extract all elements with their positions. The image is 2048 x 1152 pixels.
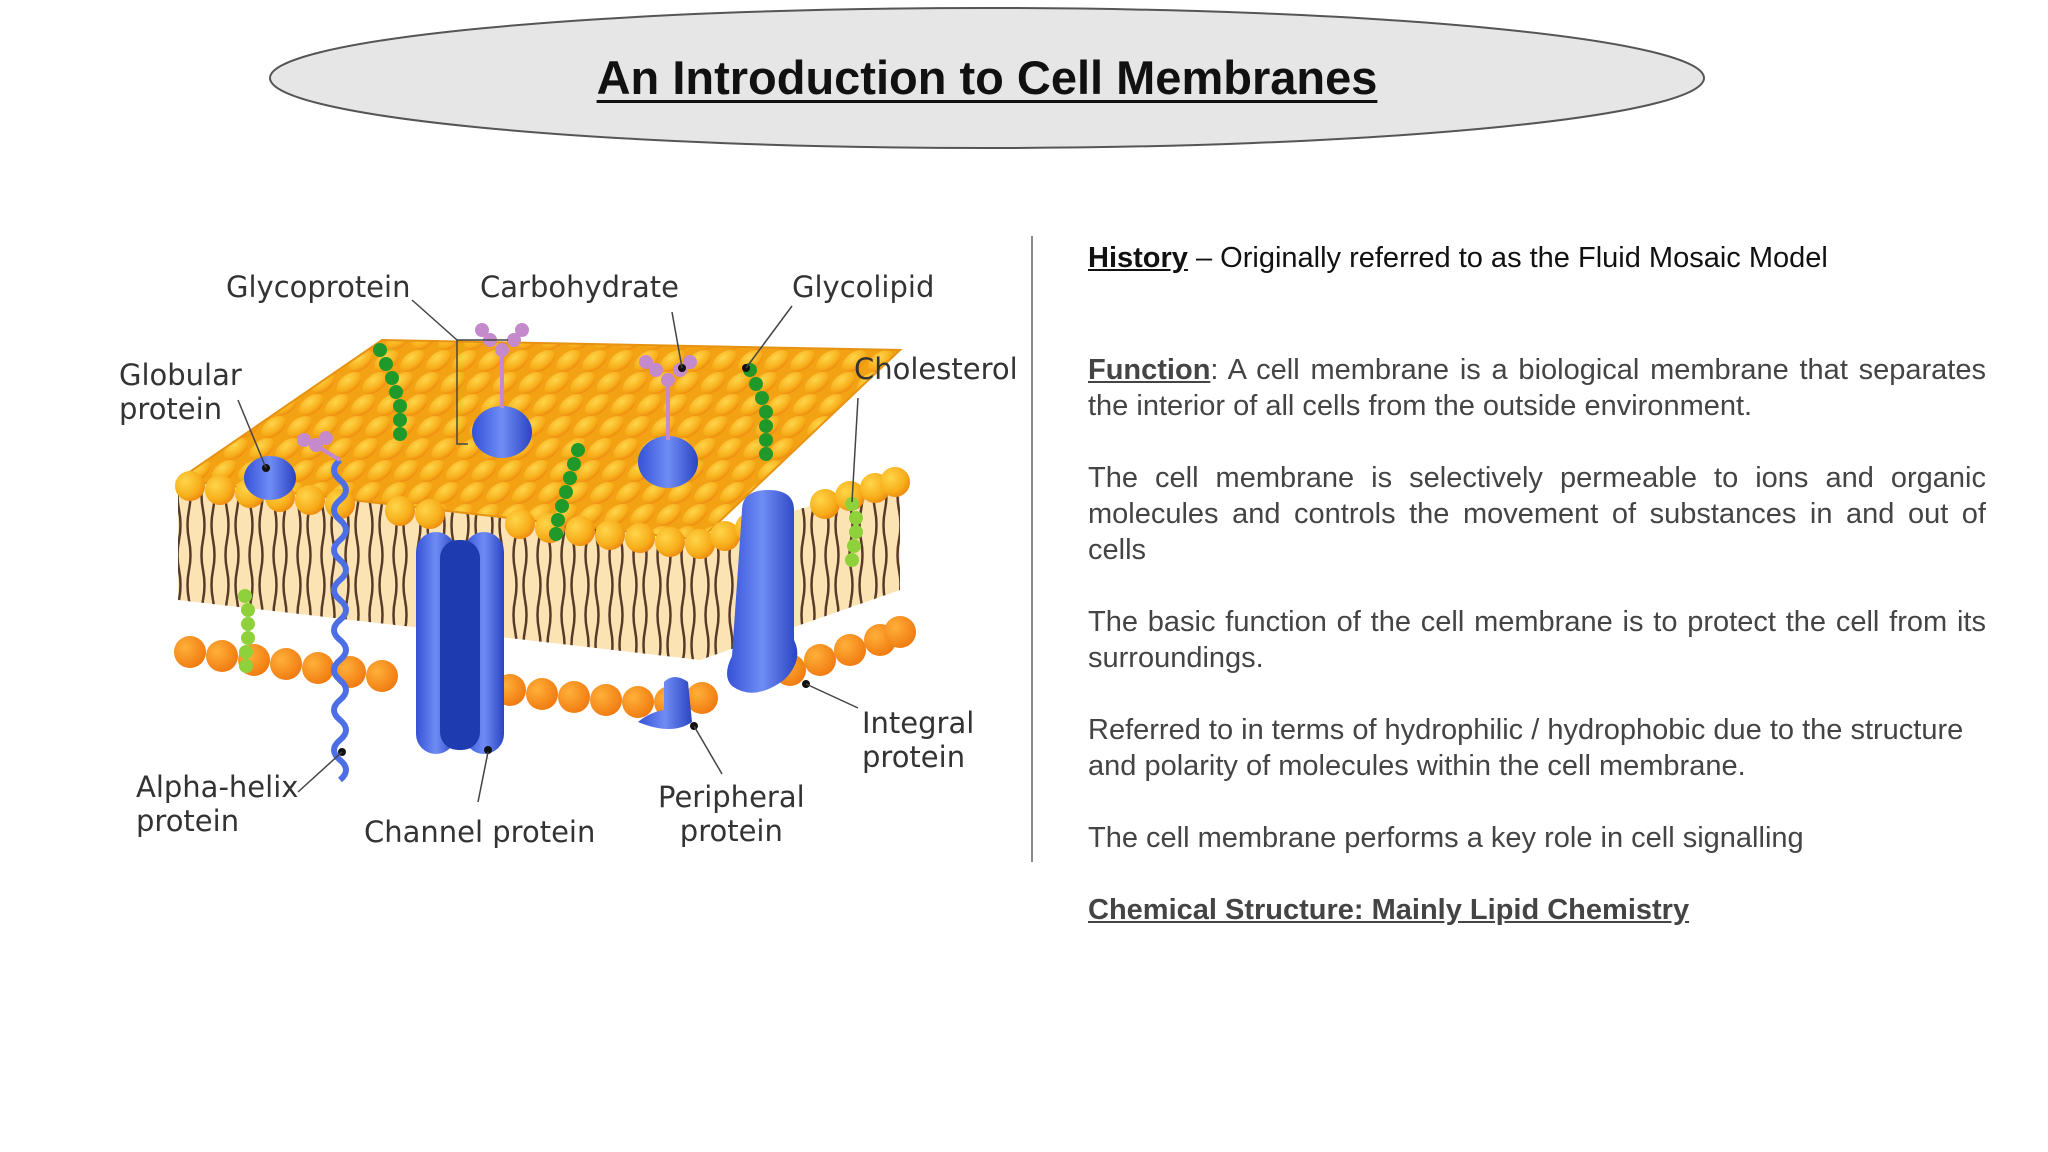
label-integral-line2: protein <box>862 740 966 774</box>
history-heading: History <box>1088 242 1188 274</box>
glycoprotein-shape <box>472 406 532 458</box>
function-text: : A cell membrane is a biological membra… <box>1088 354 1986 422</box>
permeable-paragraph: The cell membrane is selectively permeab… <box>1088 462 1986 566</box>
leader-lines <box>237 299 859 803</box>
glycolipid-chains <box>373 343 773 541</box>
alpha-helix-shape <box>331 457 349 783</box>
history-text: – Originally referred to as the Fluid Mo… <box>1187 242 1828 274</box>
title-banner <box>269 7 1705 149</box>
protect-paragraph: The basic function of the cell membrane … <box>1088 606 1986 674</box>
label-peripheral-line2: protein <box>679 814 783 848</box>
history-paragraph: History – Originally referred to as the … <box>1088 240 1986 276</box>
label-channel-protein: Channel protein <box>364 815 596 849</box>
hydrophilic-paragraph: Referred to in terms of hydrophilic / hy… <box>1088 714 1964 782</box>
page-title: An Introduction to Cell Membranes <box>596 51 1378 104</box>
membrane-illustration <box>174 299 916 803</box>
label-integral-line1: Integral <box>862 706 975 740</box>
function-heading: Function <box>1088 354 1211 386</box>
label-alpha-line2: protein <box>136 804 240 838</box>
label-glycolipid: Glycolipid <box>792 270 935 304</box>
cholesterol-shapes <box>238 497 863 673</box>
label-globular-line2: protein <box>119 392 223 426</box>
chemical-structure-heading: Chemical Structure: Mainly Lipid Chemist… <box>1088 894 1690 926</box>
label-peripheral-line1: Peripheral <box>658 780 805 814</box>
label-carbohydrate: Carbohydrate <box>480 270 679 304</box>
label-cholesterol: Cholesterol <box>854 352 1018 386</box>
peripheral-protein-shape <box>638 677 692 729</box>
label-alpha-line1: Alpha-helix <box>136 770 299 804</box>
signalling-paragraph: The cell membrane performs a key role in… <box>1088 822 1804 854</box>
label-globular-protein: Globular protein <box>119 358 242 426</box>
function-paragraph: Function: A cell membrane is a biologica… <box>1088 352 1986 424</box>
column-divider <box>1031 236 1033 862</box>
label-alpha-helix-protein: Alpha-helix protein <box>136 770 298 838</box>
cell-membrane-diagram: Glycoprotein Carbohydrate Glycolipid Glo… <box>100 240 1030 880</box>
integral-protein-shape <box>727 490 798 693</box>
label-globular-line1: Globular <box>119 358 242 392</box>
label-integral-protein: Integral protein <box>862 706 974 774</box>
label-peripheral-protein: Peripheral protein <box>658 780 805 848</box>
label-glycoprotein: Glycoprotein <box>226 270 411 304</box>
globular-protein-shape <box>244 456 296 500</box>
